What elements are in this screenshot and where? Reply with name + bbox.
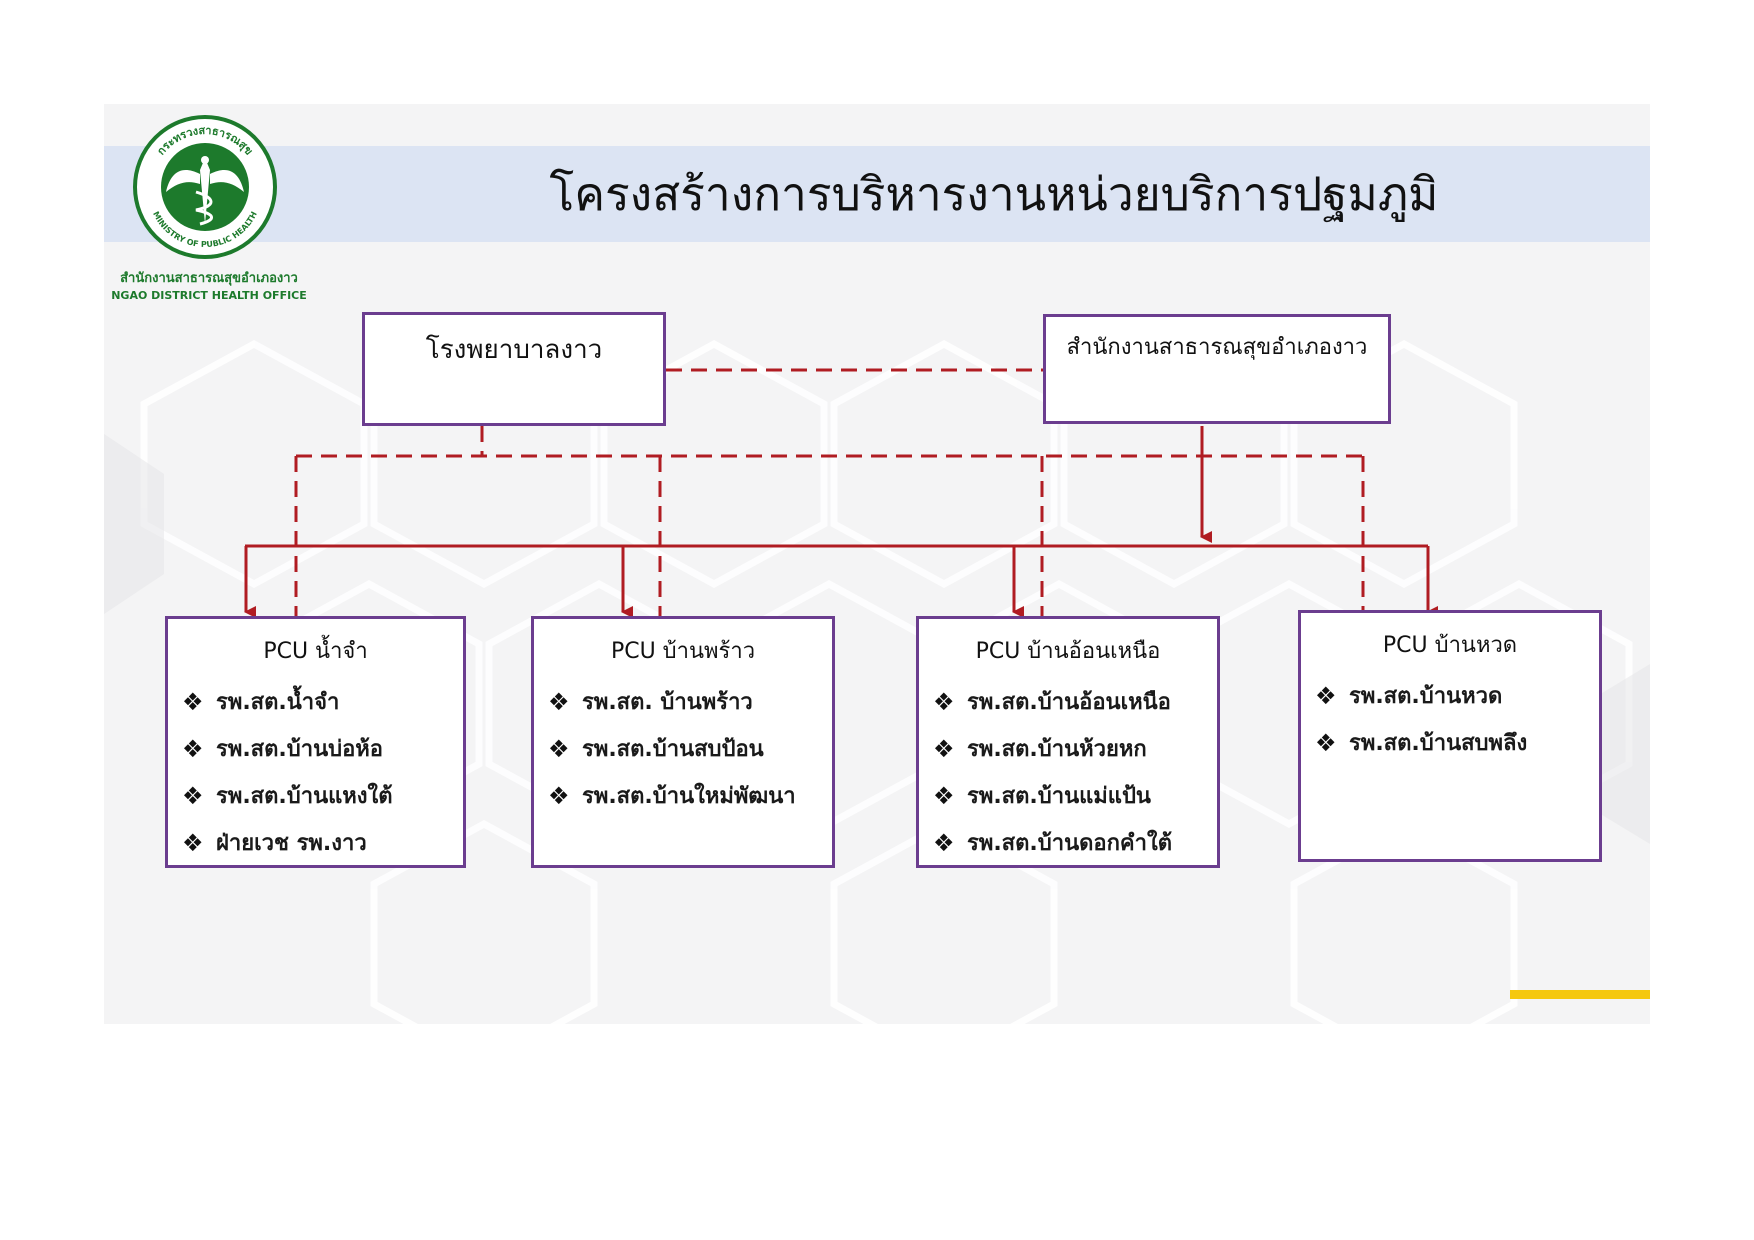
pcu-item-list: ❖รพ.สต.น้ำจำ ❖รพ.สต.บ้านบ่อห้อ ❖รพ.สต.บ้… bbox=[168, 678, 463, 866]
diamond-bullet-icon: ❖ bbox=[1315, 681, 1337, 710]
slide: โครงสร้างการบริหารงานหน่วยบริการปฐมภูมิ … bbox=[104, 104, 1650, 1024]
list-item: ❖รพ.สต.บ้านหวด bbox=[1315, 681, 1503, 710]
district-office-node: สำนักงานสาธารณสุขอำเภองาว bbox=[1043, 314, 1391, 424]
list-item: ❖รพ.สต.บ้านห้วยหก bbox=[933, 734, 1147, 763]
diamond-bullet-icon: ❖ bbox=[933, 687, 955, 716]
pcu-item-list: ❖รพ.สต.บ้านหวด ❖รพ.สต.บ้านสบพลึง bbox=[1301, 672, 1599, 766]
diamond-bullet-icon: ❖ bbox=[933, 781, 955, 810]
diamond-bullet-icon: ❖ bbox=[1315, 728, 1337, 757]
pcu-item-list: ❖รพ.สต.บ้านอ้อนเหนือ ❖รพ.สต.บ้านห้วยหก ❖… bbox=[919, 678, 1217, 866]
pcu-item-list: ❖รพ.สต. บ้านพร้าว ❖รพ.สต.บ้านสบป้อน ❖รพ.… bbox=[534, 678, 832, 819]
diamond-bullet-icon: ❖ bbox=[548, 734, 570, 763]
list-item: ❖รพ.สต.บ้านดอกคำใต้ bbox=[933, 828, 1173, 857]
pcu-box-2: PCU บ้านพร้าว ❖รพ.สต. บ้านพร้าว ❖รพ.สต.บ… bbox=[531, 616, 835, 868]
pcu-box-3: PCU บ้านอ้อนเหนือ ❖รพ.สต.บ้านอ้อนเหนือ ❖… bbox=[916, 616, 1220, 868]
pcu-title: PCU บ้านพร้าว bbox=[610, 639, 756, 664]
diamond-bullet-icon: ❖ bbox=[182, 781, 204, 810]
diamond-bullet-icon: ❖ bbox=[182, 687, 204, 716]
org-name-th: สำนักงานสาธารณสุขอำเภองาว bbox=[120, 271, 298, 286]
list-item: ❖รพ.สต.บ้านแหงใต้ bbox=[182, 781, 393, 810]
diamond-bullet-icon: ❖ bbox=[548, 781, 570, 810]
list-item: ❖รพ.สต.น้ำจำ bbox=[182, 687, 340, 716]
diamond-bullet-icon: ❖ bbox=[933, 734, 955, 763]
list-item: ❖รพ.สต.บ้านอ้อนเหนือ bbox=[933, 687, 1171, 716]
list-item: ❖รพ.สต. บ้านพร้าว bbox=[548, 687, 753, 716]
diamond-bullet-icon: ❖ bbox=[182, 828, 204, 857]
diamond-bullet-icon: ❖ bbox=[933, 828, 955, 857]
list-item: ❖รพ.สต.บ้านสบพลึง bbox=[1315, 728, 1528, 757]
pcu-box-1: PCU น้ำจำ ❖รพ.สต.น้ำจำ ❖รพ.สต.บ้านบ่อห้อ… bbox=[165, 616, 466, 868]
title-bar bbox=[104, 146, 1650, 242]
pcu-title: PCU บ้านอ้อนเหนือ bbox=[975, 639, 1161, 664]
list-item: ❖รพ.สต.บ้านบ่อห้อ bbox=[182, 734, 383, 763]
list-item: ❖รพ.สต.บ้านสบป้อน bbox=[548, 734, 764, 763]
list-item: ❖ฝ่ายเวช รพ.งาว bbox=[182, 828, 367, 857]
connector-lines bbox=[244, 368, 1438, 622]
list-item: ❖รพ.สต.บ้านแม่แป้น bbox=[933, 781, 1151, 810]
pcu-title: PCU น้ำจำ bbox=[263, 639, 368, 664]
diamond-bullet-icon: ❖ bbox=[548, 687, 570, 716]
pcu-title: PCU บ้านหวด bbox=[1382, 633, 1518, 658]
accent-bar bbox=[1510, 990, 1650, 999]
list-item: ❖รพ.สต.บ้านใหม่พัฒนา bbox=[548, 781, 796, 810]
district-office-label: สำนักงานสาธารณสุขอำเภองาว bbox=[1066, 335, 1368, 360]
diamond-bullet-icon: ❖ bbox=[182, 734, 204, 763]
hospital-node: โรงพยาบาลงาว bbox=[362, 312, 666, 426]
ministry-of-public-health-seal-icon: กระทรวงสาธารณสุข MINISTRY OF PUBLIC HEAL… bbox=[133, 115, 277, 259]
page-title: โครงสร้างการบริหารงานหน่วยบริการปฐมภูมิ bbox=[549, 167, 1439, 221]
org-name-en: NGAO DISTRICT HEALTH OFFICE bbox=[111, 289, 307, 302]
pcu-box-4: PCU บ้านหวด ❖รพ.สต.บ้านหวด ❖รพ.สต.บ้านสบ… bbox=[1298, 610, 1602, 862]
hospital-label: โรงพยาบาลงาว bbox=[425, 335, 603, 365]
